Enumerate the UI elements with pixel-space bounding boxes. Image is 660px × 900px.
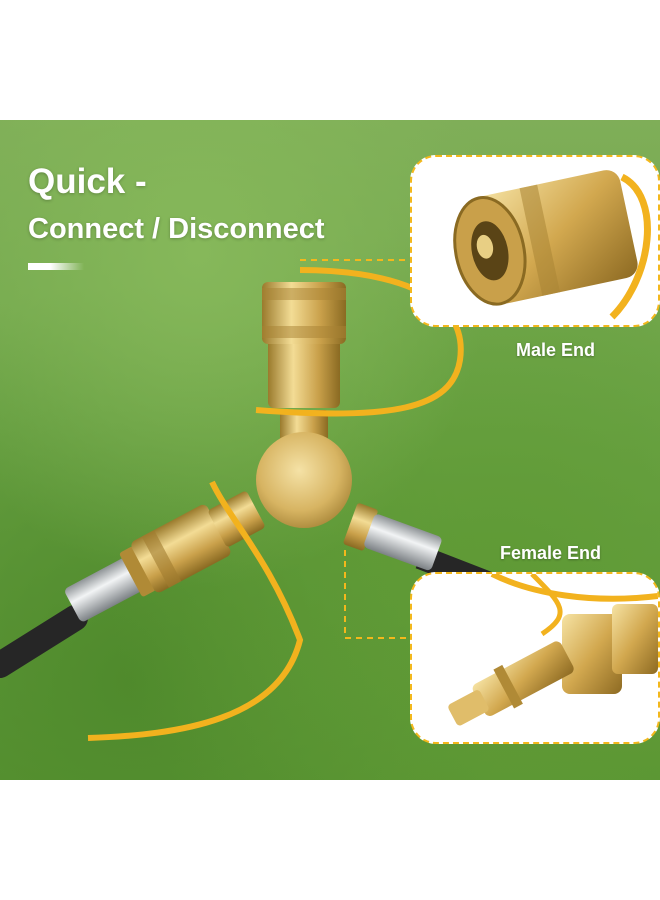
brass-female-socket-coupler-icon — [453, 170, 651, 320]
left-hose — [0, 605, 88, 678]
top-coupler — [262, 282, 346, 408]
hub-top-hex — [280, 410, 328, 440]
male-end-label: Male End — [516, 340, 596, 360]
right-fitting — [343, 503, 442, 571]
y-splitter-hub — [256, 432, 352, 528]
headline-line-2: Connect / Disconnect — [28, 213, 325, 245]
female-leader-line — [344, 550, 410, 639]
top-dust-cap-strap — [255, 267, 464, 417]
left-coupler — [65, 491, 265, 622]
headline-line-1: Quick - — [28, 162, 147, 201]
left-dust-cap-strap — [87, 480, 304, 741]
brass-male-plug-on-y-splitter-icon — [448, 574, 658, 726]
female-end-label: Female End — [500, 543, 602, 563]
female-end-inset — [410, 572, 660, 744]
male-end-inset — [410, 155, 660, 327]
headline-accent-bar — [28, 263, 84, 270]
